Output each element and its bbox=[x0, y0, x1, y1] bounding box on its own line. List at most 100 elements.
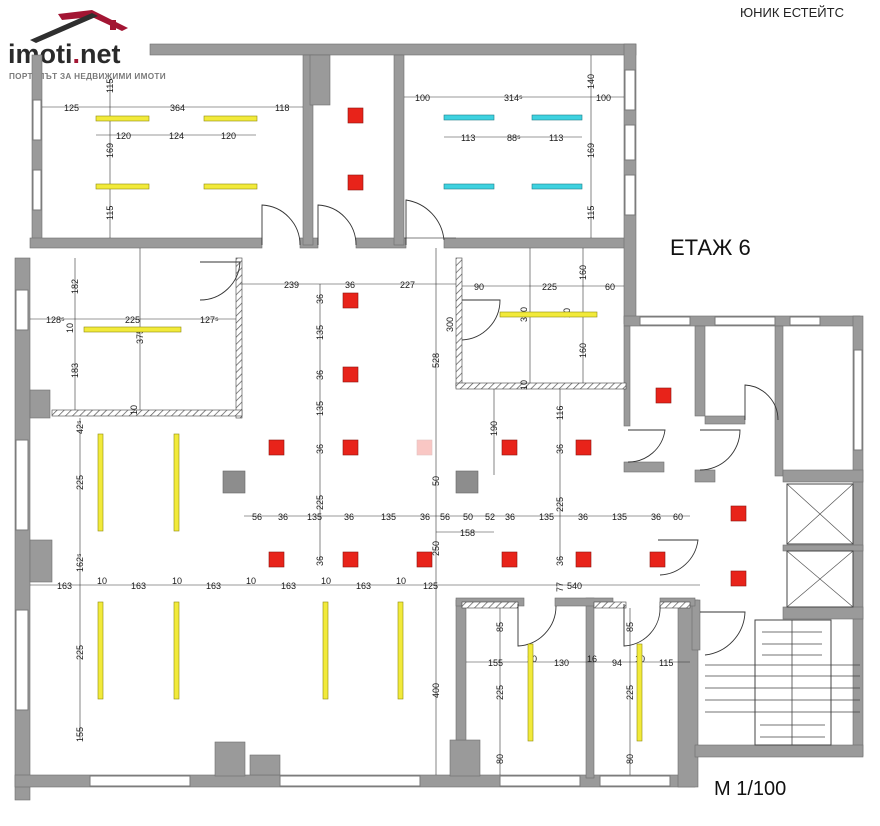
svg-text:10: 10 bbox=[246, 576, 256, 586]
svg-text:135: 135 bbox=[315, 401, 325, 416]
svg-text:314⁵: 314⁵ bbox=[504, 93, 523, 103]
svg-text:528: 528 bbox=[431, 353, 441, 368]
linear-lamp bbox=[527, 643, 534, 742]
linear-lamp bbox=[173, 601, 180, 700]
linear-lamp bbox=[95, 115, 150, 122]
svg-text:125: 125 bbox=[423, 581, 438, 591]
svg-text:115: 115 bbox=[659, 658, 673, 668]
svg-text:10: 10 bbox=[396, 576, 406, 586]
svg-text:10: 10 bbox=[321, 576, 331, 586]
svg-text:36: 36 bbox=[555, 556, 565, 566]
imoti-logo[interactable]: imoti.net ПОРТАЛЪТ ЗА НЕДВИЖИМИ ИМОТИ bbox=[8, 10, 166, 81]
linear-lamp bbox=[83, 326, 182, 333]
svg-text:135: 135 bbox=[381, 512, 396, 522]
svg-text:36: 36 bbox=[555, 444, 565, 454]
svg-text:160: 160 bbox=[578, 265, 588, 280]
scale-label: М 1/100 bbox=[714, 778, 786, 800]
linear-lamp bbox=[636, 643, 643, 742]
elevator-shafts bbox=[786, 483, 854, 608]
linear-lamp bbox=[203, 115, 258, 122]
svg-text:135: 135 bbox=[307, 512, 322, 522]
svg-text:80: 80 bbox=[625, 754, 635, 764]
svg-text:239: 239 bbox=[284, 280, 299, 290]
roof-icon bbox=[58, 10, 128, 31]
svg-text:169: 169 bbox=[586, 143, 596, 158]
svg-text:50: 50 bbox=[431, 476, 441, 486]
svg-text:100: 100 bbox=[596, 93, 611, 103]
svg-text:140: 140 bbox=[586, 74, 596, 89]
svg-text:163: 163 bbox=[356, 581, 371, 591]
svg-text:10: 10 bbox=[65, 323, 75, 333]
light-fixtures bbox=[83, 114, 643, 742]
roof-line-icon bbox=[30, 13, 98, 43]
svg-text:182: 182 bbox=[70, 279, 80, 294]
svg-text:163: 163 bbox=[281, 581, 296, 591]
svg-text:88⁵: 88⁵ bbox=[507, 133, 521, 143]
svg-text:158: 158 bbox=[460, 528, 475, 538]
linear-lamp bbox=[97, 601, 104, 700]
svg-text:50: 50 bbox=[463, 512, 473, 522]
svg-text:120: 120 bbox=[221, 131, 236, 141]
svg-text:225: 225 bbox=[125, 315, 140, 325]
logo-wordmark: imoti.net bbox=[8, 39, 121, 69]
svg-text:162⁵: 162⁵ bbox=[75, 553, 85, 572]
svg-text:10: 10 bbox=[172, 576, 182, 586]
svg-text:225: 225 bbox=[625, 685, 635, 700]
svg-text:36: 36 bbox=[315, 294, 325, 304]
linear-lamp bbox=[97, 433, 104, 532]
svg-text:116: 116 bbox=[555, 406, 565, 420]
svg-text:135: 135 bbox=[315, 325, 325, 340]
svg-text:225: 225 bbox=[75, 645, 85, 660]
agency-name: ЮНИК ЕСТЕЙТС bbox=[740, 5, 844, 20]
column-left bbox=[222, 470, 246, 494]
svg-text:36: 36 bbox=[344, 512, 354, 522]
dimension-labels: 125 364 118 115 120 124 120 169 115 100 … bbox=[46, 74, 683, 764]
svg-text:250: 250 bbox=[431, 541, 441, 556]
svg-text:94: 94 bbox=[612, 658, 622, 668]
partitions bbox=[51, 237, 691, 609]
linear-lamp bbox=[397, 601, 404, 700]
svg-text:115: 115 bbox=[105, 206, 115, 220]
svg-text:300: 300 bbox=[445, 317, 455, 332]
svg-text:163: 163 bbox=[206, 581, 221, 591]
svg-text:113: 113 bbox=[461, 133, 475, 143]
svg-text:85: 85 bbox=[495, 622, 505, 632]
svg-text:36: 36 bbox=[420, 512, 430, 522]
svg-text:540: 540 bbox=[567, 581, 582, 591]
svg-text:225: 225 bbox=[495, 685, 505, 700]
svg-text:36: 36 bbox=[505, 512, 515, 522]
linear-lamp bbox=[95, 183, 150, 190]
column-right bbox=[455, 470, 479, 494]
svg-text:375: 375 bbox=[135, 329, 145, 344]
svg-text:118: 118 bbox=[275, 103, 289, 113]
svg-text:135: 135 bbox=[539, 512, 554, 522]
svg-text:400: 400 bbox=[431, 683, 441, 698]
svg-text:160: 160 bbox=[578, 343, 588, 358]
linear-lamp bbox=[531, 114, 583, 121]
linear-lamp bbox=[173, 433, 180, 532]
svg-text:42⁵: 42⁵ bbox=[75, 420, 85, 434]
linear-lamp bbox=[531, 183, 583, 190]
svg-text:115: 115 bbox=[586, 206, 596, 220]
svg-text:128⁵: 128⁵ bbox=[46, 315, 65, 325]
linear-lamp bbox=[322, 601, 329, 700]
svg-text:36: 36 bbox=[315, 370, 325, 380]
svg-text:56: 56 bbox=[252, 512, 262, 522]
svg-text:36: 36 bbox=[578, 512, 588, 522]
svg-text:155: 155 bbox=[75, 727, 85, 742]
svg-text:124: 124 bbox=[169, 131, 184, 141]
svg-text:36: 36 bbox=[345, 280, 355, 290]
svg-text:36: 36 bbox=[651, 512, 661, 522]
linear-lamp bbox=[443, 114, 495, 121]
svg-text:155: 155 bbox=[488, 658, 503, 668]
svg-text:183: 183 bbox=[70, 363, 80, 378]
svg-text:113: 113 bbox=[549, 133, 563, 143]
svg-text:100: 100 bbox=[415, 93, 430, 103]
svg-text:130: 130 bbox=[554, 658, 569, 668]
svg-text:36: 36 bbox=[278, 512, 288, 522]
doors bbox=[199, 199, 779, 656]
svg-text:125: 125 bbox=[64, 103, 79, 113]
svg-text:90: 90 bbox=[474, 282, 484, 292]
